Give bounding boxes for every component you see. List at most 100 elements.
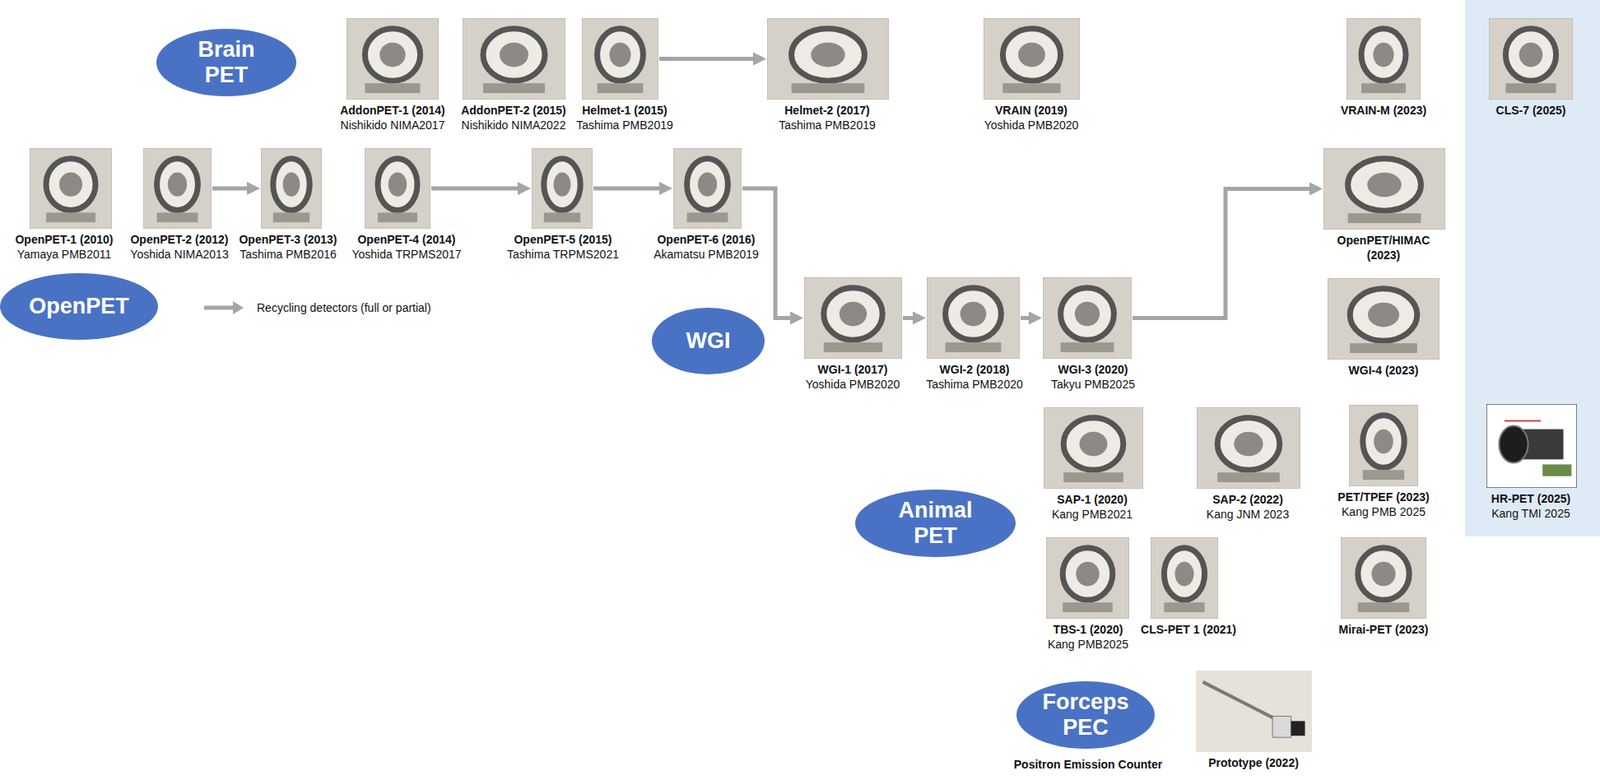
caption: SAP-2 (2022)Kang JNM 2023	[1206, 492, 1289, 522]
category-name: Forceps PEC	[1036, 689, 1135, 741]
device-card: VRAIN (2019)Yoshida PMB2020	[983, 18, 1080, 100]
device-name: Helmet-2 (2017)	[778, 102, 876, 118]
device-card: OpenPET-1 (2010)Yamaya PMB2011	[29, 148, 112, 229]
device-photo	[804, 277, 903, 359]
device-card: WGI-4 (2023)	[1327, 278, 1440, 360]
device-photo	[1195, 670, 1312, 753]
caption: Mirai-PET (2023)	[1339, 622, 1429, 638]
device-card: PET/TPEF (2023)Kang PMB 2025	[1348, 404, 1419, 487]
caption: Helmet-2 (2017)Tashima PMB2019	[778, 102, 876, 133]
device-name: SAP-2 (2022)	[1206, 492, 1289, 507]
device-photo	[1340, 537, 1427, 619]
caption: OpenPET-6 (2016)Akamatsu PMB2019	[653, 232, 759, 262]
device-card: Helmet-2 (2017)Tashima PMB2019	[767, 18, 889, 100]
device-photo	[346, 18, 439, 100]
caption: WGI-4 (2023)	[1348, 362, 1419, 378]
device-photo	[1196, 407, 1301, 489]
recycling-arrow	[659, 56, 759, 61]
device-photo	[1346, 18, 1421, 100]
caption: VRAIN-M (2023)	[1340, 102, 1427, 118]
category-name: Animal PET	[886, 497, 986, 549]
caption: OpenPET-1 (2010)Yamaya PMB2011	[14, 232, 113, 262]
legend-line	[204, 306, 234, 311]
device-card: Prototype (2022)	[1195, 670, 1312, 753]
caption: WGI-1 (2017)Yoshida PMB2020	[805, 362, 901, 392]
caption: OpenPET-5 (2015)Tashima TRPMS2021	[506, 232, 619, 262]
device-photo	[767, 18, 889, 100]
device-name: PET/TPEF (2023)	[1337, 489, 1429, 505]
caption: HR-PET (2025)Kang TMI 2025	[1491, 491, 1571, 521]
caption: TBS-1 (2020)Kang PMB2025	[1047, 622, 1129, 652]
device-photo	[1323, 148, 1446, 230]
sub-label: Positron Emission Counter	[1013, 758, 1163, 772]
device-card: OpenPET/HIMAC (2023)	[1323, 148, 1446, 230]
device-card: OpenPET-6 (2016)Akamatsu PMB2019	[673, 148, 742, 229]
device-name: TBS-1 (2020)	[1047, 622, 1129, 638]
device-name: OpenPET/HIMAC (2023)	[1325, 232, 1442, 263]
device-name: CLS-7 (2025)	[1496, 102, 1567, 118]
device-photo	[1327, 278, 1440, 360]
device-photo	[673, 148, 742, 229]
device-name: AddonPET-2 (2015)	[460, 102, 567, 118]
device-card: OpenPET-2 (2012)Yoshida NIMA2013	[143, 148, 212, 229]
highlight-band	[1465, 0, 1600, 537]
device-photo	[1046, 537, 1130, 619]
device-card: TBS-1 (2020)Kang PMB2025	[1046, 537, 1130, 619]
device-photo	[260, 148, 322, 229]
device-card: SAP-2 (2022)Kang JNM 2023	[1196, 407, 1301, 489]
device-name: HR-PET (2025)	[1491, 491, 1571, 507]
caption: VRAIN (2019)Yoshida PMB2020	[984, 102, 1080, 133]
legend-head	[232, 301, 244, 315]
reference: Akamatsu PMB2019	[653, 246, 759, 262]
device-photo	[1042, 277, 1132, 359]
category-pill: Brain PET	[156, 28, 297, 97]
device-photo	[926, 277, 1020, 359]
caption: AddonPET-2 (2015)Nishikido NIMA2022	[460, 102, 567, 133]
device-name: SAP-1 (2020)	[1051, 492, 1133, 507]
caption: CLS-7 (2025)	[1496, 102, 1567, 118]
device-card: Mirai-PET (2023)	[1340, 537, 1427, 619]
category-name: WGI	[686, 328, 731, 354]
device-photo	[1488, 18, 1573, 100]
reference: Kang PMB2025	[1047, 637, 1129, 652]
device-photo	[29, 148, 112, 229]
caption: OpenPET/HIMAC (2023)	[1325, 232, 1442, 263]
legend-text: Recycling detectors (full or partial)	[256, 301, 432, 315]
device-photo	[1150, 537, 1219, 619]
reference: Yamaya PMB2011	[14, 246, 113, 262]
reference: Kang PMB2021	[1051, 506, 1133, 522]
device-photo	[983, 18, 1080, 100]
reference: Yoshida PMB2020	[805, 376, 901, 392]
recycling-arrow	[902, 316, 918, 321]
device-name: Mirai-PET (2023)	[1339, 622, 1429, 638]
device-name: Helmet-1 (2015)	[576, 102, 674, 118]
device-card: CLS-PET 1 (2021)	[1150, 537, 1219, 619]
recycling-arrow	[1132, 189, 1315, 319]
device-name: OpenPET-4 (2014)	[351, 232, 461, 247]
device-name: WGI-3 (2020)	[1051, 362, 1135, 377]
caption: SAP-1 (2020)Kang PMB2021	[1051, 492, 1133, 522]
device-name: OpenPET-6 (2016)	[653, 232, 759, 247]
device-name: WGI-2 (2018)	[925, 362, 1024, 377]
reference: Tashima PMB2019	[576, 117, 674, 133]
device-name: VRAIN (2019)	[984, 102, 1080, 118]
reference: Tashima PMB2019	[778, 117, 876, 133]
caption: WGI-3 (2020)Takyu PMB2025	[1051, 362, 1135, 392]
device-name: AddonPET-1 (2014)	[339, 102, 446, 118]
device-photo	[1043, 407, 1144, 489]
device-card: SAP-1 (2020)Kang PMB2021	[1043, 407, 1144, 489]
device-card: HR-PET (2025)Kang TMI 2025	[1486, 404, 1577, 489]
device-card: WGI-2 (2018)Tashima PMB2020	[926, 277, 1020, 359]
reference: Kang PMB 2025	[1337, 504, 1429, 520]
reference: Takyu PMB2025	[1051, 376, 1135, 392]
device-card: CLS-7 (2025)	[1488, 18, 1573, 100]
device-name: OpenPET-3 (2013)	[238, 232, 337, 247]
device-photo	[1348, 404, 1419, 487]
device-card: AddonPET-2 (2015)Nishikido NIMA2022	[462, 18, 566, 100]
recycling-arrow	[593, 186, 665, 191]
device-name: WGI-1 (2017)	[805, 362, 901, 377]
